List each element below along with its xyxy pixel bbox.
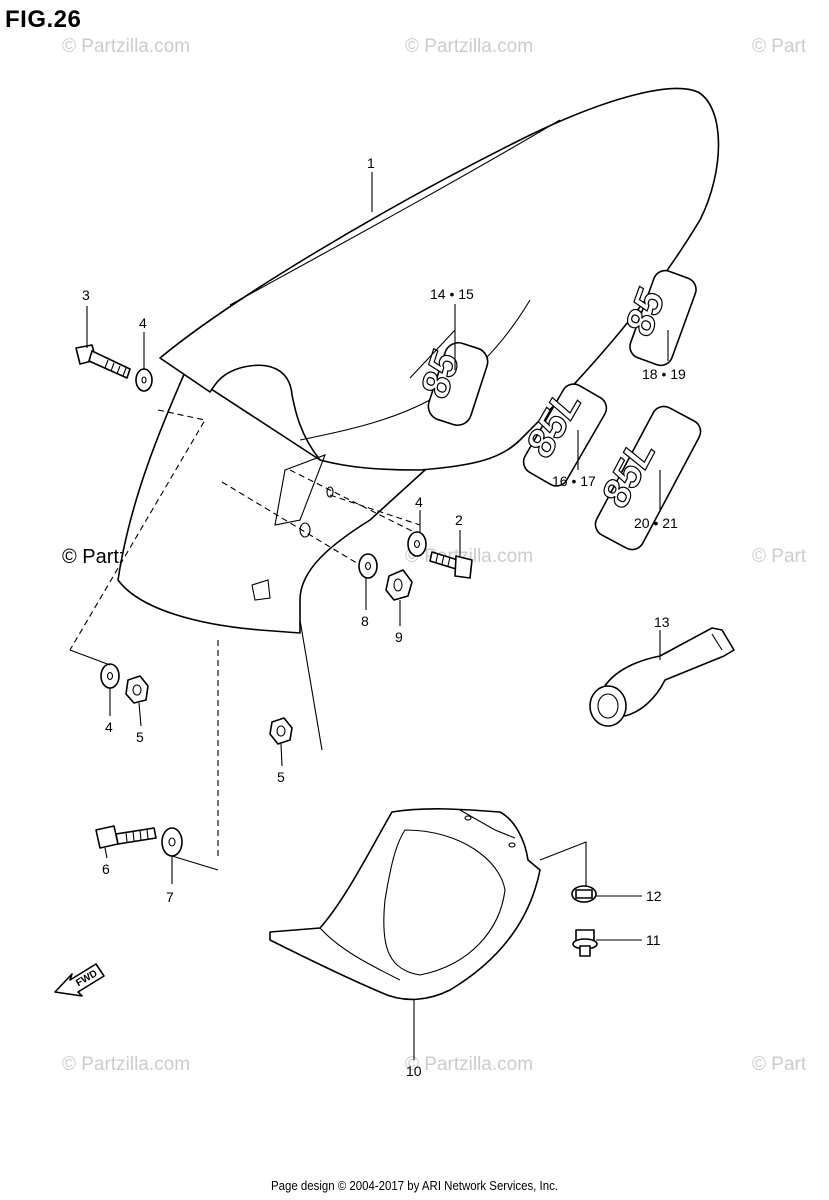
bolt-6 [95, 825, 157, 849]
callout-14-15: 14 • 15 [430, 286, 474, 302]
page-footer: Page design © 2004-2017 by ARI Network S… [271, 1178, 558, 1193]
nut-5a [125, 675, 149, 704]
watermark: © Partzilla.com [405, 1054, 534, 1075]
watermark-partial: © Part [752, 36, 807, 57]
callout-4: 4 [415, 494, 423, 510]
nut-12 [571, 885, 597, 903]
callout-16-17: 16 • 17 [552, 473, 596, 489]
screw-11 [572, 929, 598, 957]
callout-4: 4 [139, 315, 147, 331]
callout-1: 1 [367, 155, 375, 171]
watermark: © Partzilla.com [62, 36, 191, 57]
callout-6: 6 [102, 861, 110, 877]
decal-85l-large: 85L [592, 405, 702, 551]
washer-8 [358, 553, 378, 579]
callout-10: 10 [406, 1063, 422, 1079]
callout-12: 12 [646, 888, 662, 904]
callout-5: 5 [136, 729, 144, 745]
callout-5: 5 [277, 769, 285, 785]
callout-7: 7 [166, 889, 174, 905]
callout-13: 13 [654, 614, 670, 630]
bolt-3 [75, 344, 131, 379]
watermark-partial: © Part [752, 546, 807, 567]
bolt-2 [429, 551, 473, 579]
fwd-arrow-icon: FWD [54, 963, 105, 997]
callout-3: 3 [82, 287, 90, 303]
nut-5b [269, 717, 293, 745]
leader-lines [69, 172, 669, 1060]
callout-9: 9 [395, 629, 403, 645]
watermark: © Partzilla.com [405, 36, 534, 57]
callout-20-21: 20 • 21 [634, 515, 678, 531]
callouts: 1 3 4 14 • 15 18 • 19 16 • 17 20 • 21 4 … [82, 155, 686, 1079]
part-10-mud-guard [269, 808, 541, 1001]
callout-11: 11 [646, 932, 661, 948]
callout-18-19: 18 • 19 [642, 366, 686, 382]
callout-4: 4 [105, 719, 113, 735]
washer-4b [407, 531, 427, 557]
part-13-strap [589, 627, 735, 727]
washer-7 [161, 827, 183, 857]
nut-9 [385, 569, 413, 601]
washer-4a [135, 368, 153, 392]
watermark-partial: © Part [752, 1054, 807, 1075]
figure-title: FIG.26 [5, 6, 82, 33]
callout-8: 8 [361, 613, 369, 629]
watermark: © Partzilla.com [62, 1054, 191, 1075]
washer-4c [100, 663, 120, 689]
callout-2: 2 [455, 512, 463, 528]
